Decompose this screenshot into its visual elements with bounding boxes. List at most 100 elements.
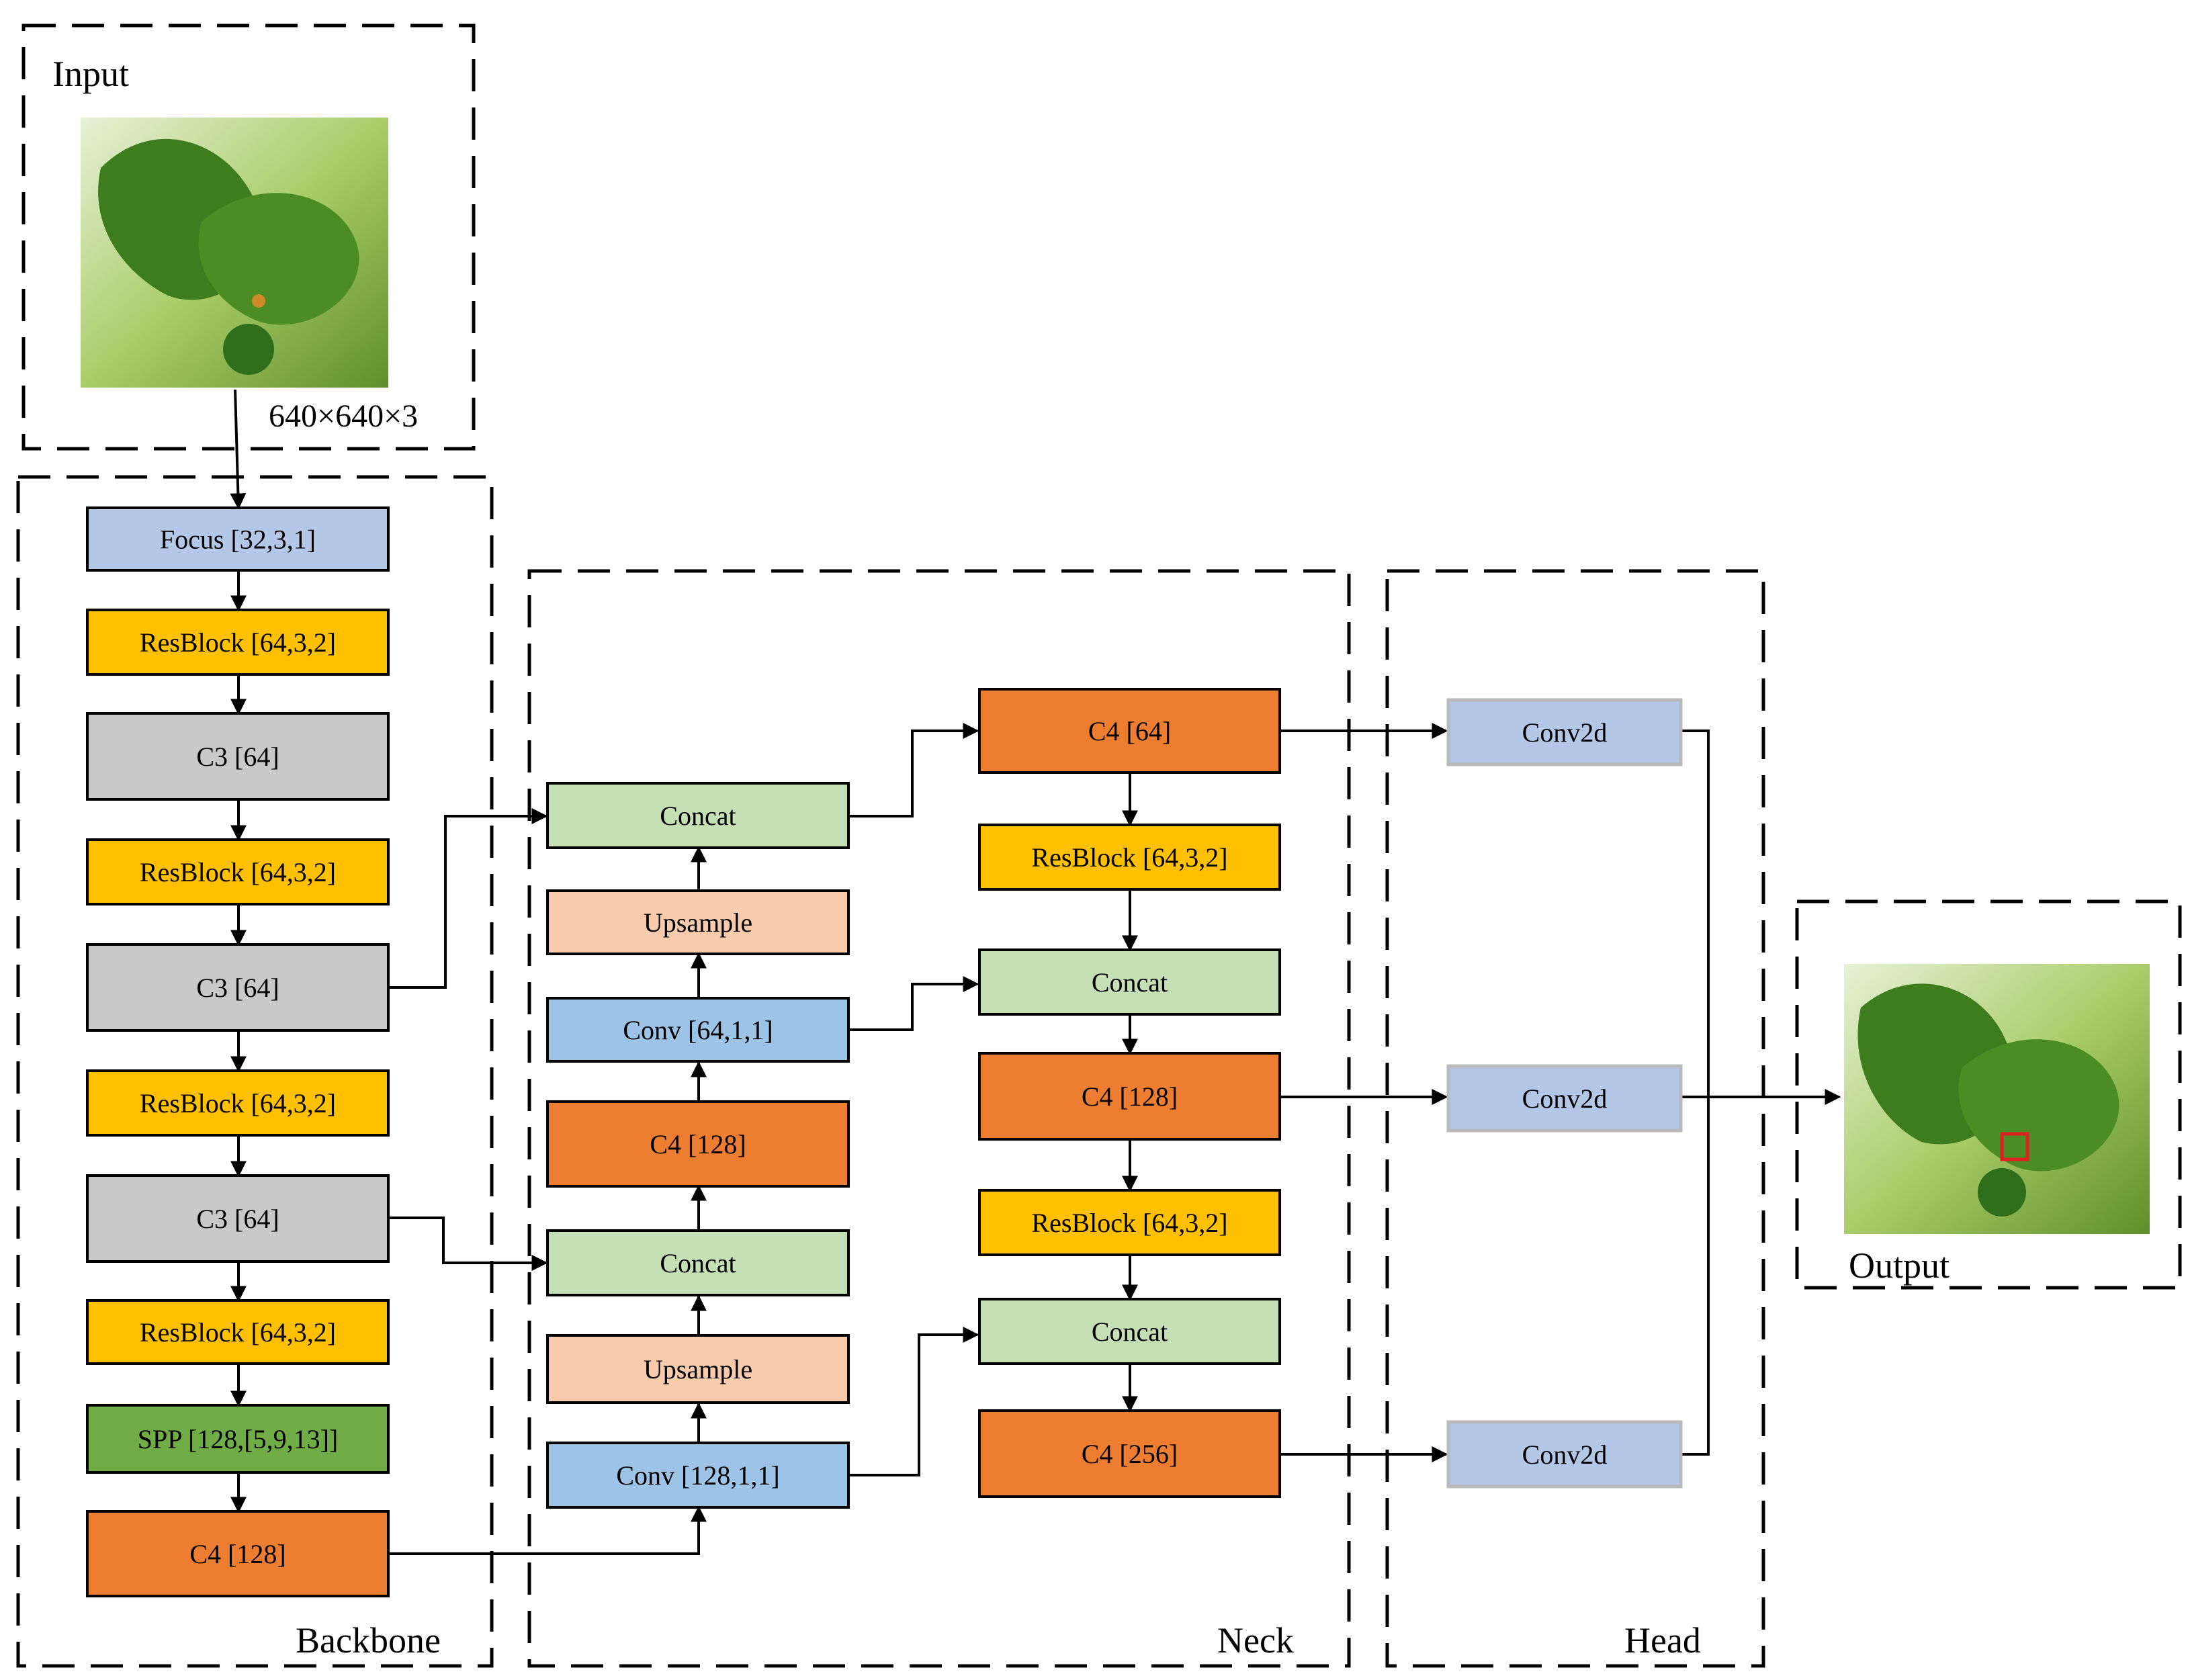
neck-frame	[527, 569, 1351, 1668]
block-label: ResBlock [64,3,2]	[1031, 842, 1227, 873]
block-label: Conv2d	[1522, 1440, 1608, 1470]
block-label: C4 [128]	[650, 1129, 746, 1159]
block-label: C3 [64]	[196, 973, 279, 1003]
connector	[1681, 730, 1710, 1456]
block-label: ResBlock [64,3,2]	[1031, 1208, 1227, 1238]
connector	[388, 808, 548, 989]
block-label: C4 [128]	[189, 1539, 286, 1569]
backbone-block-resblock: ResBlock [64,3,2]	[86, 609, 390, 676]
connector	[848, 723, 979, 817]
block-box	[86, 712, 390, 801]
block-label: ResBlock [64,3,2]	[140, 1317, 336, 1347]
connector	[848, 1327, 979, 1476]
head-frame	[1385, 569, 1765, 1668]
input-dimensions: 640×640×3	[269, 398, 418, 434]
block-box	[86, 506, 390, 572]
block-label: Concat	[1092, 1317, 1168, 1347]
leaf-shape	[1958, 1039, 2119, 1171]
neck-left-block-concat: Concat	[546, 782, 850, 849]
neck-right-block-c4: C4 [256]	[978, 1409, 1281, 1498]
input-title: Input	[52, 54, 129, 94]
block-box	[978, 1189, 1281, 1256]
block-box	[546, 889, 850, 955]
block-label: ResBlock [64,3,2]	[140, 857, 336, 887]
neck-label: Neck	[1217, 1620, 1294, 1661]
block-box	[978, 824, 1281, 891]
backbone-block-spp: SPP [128,[5,9,13]]	[86, 1404, 390, 1474]
block-box	[546, 1100, 850, 1188]
backbone-block-c3: C3 [64]	[86, 943, 390, 1032]
neck-left-block-c4: C4 [128]	[546, 1100, 850, 1188]
neck-left-block-upsample: Upsample	[546, 1334, 850, 1404]
block-label: C4 [128]	[1082, 1081, 1178, 1112]
fruit-spot	[252, 294, 265, 308]
neck-right-block-c4: C4 [128]	[978, 1052, 1281, 1141]
connector	[388, 1217, 548, 1271]
input-frame	[21, 24, 476, 451]
head-block-conv: Conv2d	[1446, 1420, 1683, 1489]
block-label: Concat	[660, 1248, 736, 1278]
neck-right-block-concat: Concat	[978, 1298, 1281, 1365]
block-label: Conv2d	[1522, 717, 1608, 748]
block-label: Concat	[660, 801, 736, 831]
backbone-block-c4: C4 [128]	[86, 1510, 390, 1597]
block-box	[86, 1069, 390, 1137]
block-label: ResBlock [64,3,2]	[140, 1088, 336, 1118]
connector	[848, 976, 979, 1031]
fruit-shape	[223, 324, 274, 375]
block-label: Focus [32,3,1]	[160, 525, 316, 555]
input-image	[81, 118, 388, 388]
block-label: Conv2d	[1522, 1084, 1608, 1114]
neck-left-block-concat: Concat	[546, 1229, 850, 1296]
block-box	[86, 1404, 390, 1474]
backbone-block-conv: Focus [32,3,1]	[86, 506, 390, 572]
block-box	[978, 1052, 1281, 1141]
output-title: Output	[1849, 1245, 1950, 1286]
backbone-block-resblock: ResBlock [64,3,2]	[86, 1299, 390, 1365]
backbone-block-c3: C3 [64]	[86, 712, 390, 801]
block-box	[546, 1442, 850, 1509]
block-label: C4 [64]	[1088, 716, 1171, 746]
block-box	[86, 838, 390, 905]
fruit-shape	[1978, 1168, 2026, 1217]
block-box	[546, 997, 850, 1063]
leaf-shape	[198, 193, 359, 325]
block-box	[546, 782, 850, 849]
head-block-conv: Conv2d	[1446, 698, 1683, 766]
block-label: C4 [256]	[1082, 1439, 1178, 1469]
neck-right-block-resblock: ResBlock [64,3,2]	[978, 1189, 1281, 1256]
head-block-conv: Conv2d	[1446, 1064, 1683, 1133]
block-label: ResBlock [64,3,2]	[140, 627, 336, 658]
block-box	[546, 1229, 850, 1296]
block-box	[86, 1299, 390, 1365]
neck-right-block-concat: Concat	[978, 948, 1281, 1016]
block-label: Upsample	[644, 1354, 752, 1384]
connectors	[230, 389, 1841, 1555]
neck-right-block-resblock: ResBlock [64,3,2]	[978, 824, 1281, 891]
block-label: SPP [128,[5,9,13]]	[138, 1424, 339, 1454]
backbone-block-resblock: ResBlock [64,3,2]	[86, 1069, 390, 1137]
block-label: C3 [64]	[196, 1204, 279, 1234]
block-box	[978, 1298, 1281, 1365]
backbone-label: Backbone	[296, 1620, 441, 1661]
block-label: Upsample	[644, 908, 752, 938]
layer-blocks: Focus [32,3,1] ResBlock [64,3,2] C3 [64] Re…	[86, 506, 1683, 1597]
neck-right-block-c4: C4 [64]	[978, 688, 1281, 774]
block-box	[978, 688, 1281, 774]
head-label: Head	[1624, 1620, 1701, 1661]
backbone-block-resblock: ResBlock [64,3,2]	[86, 838, 390, 905]
block-label: Conv [128,1,1]	[616, 1460, 779, 1491]
connector	[388, 1505, 707, 1555]
block-box	[1446, 1064, 1683, 1133]
block-label: Concat	[1092, 967, 1168, 998]
detection-box	[2000, 1132, 2029, 1161]
block-box	[1446, 698, 1683, 766]
block-box	[86, 1174, 390, 1263]
connector	[230, 389, 247, 510]
block-box	[86, 609, 390, 676]
neck-left-block-upsample: Upsample	[546, 889, 850, 955]
block-box	[546, 1334, 850, 1404]
neck-left-block-conv-light: Conv [128,1,1]	[546, 1442, 850, 1509]
backbone-frame	[16, 475, 494, 1668]
